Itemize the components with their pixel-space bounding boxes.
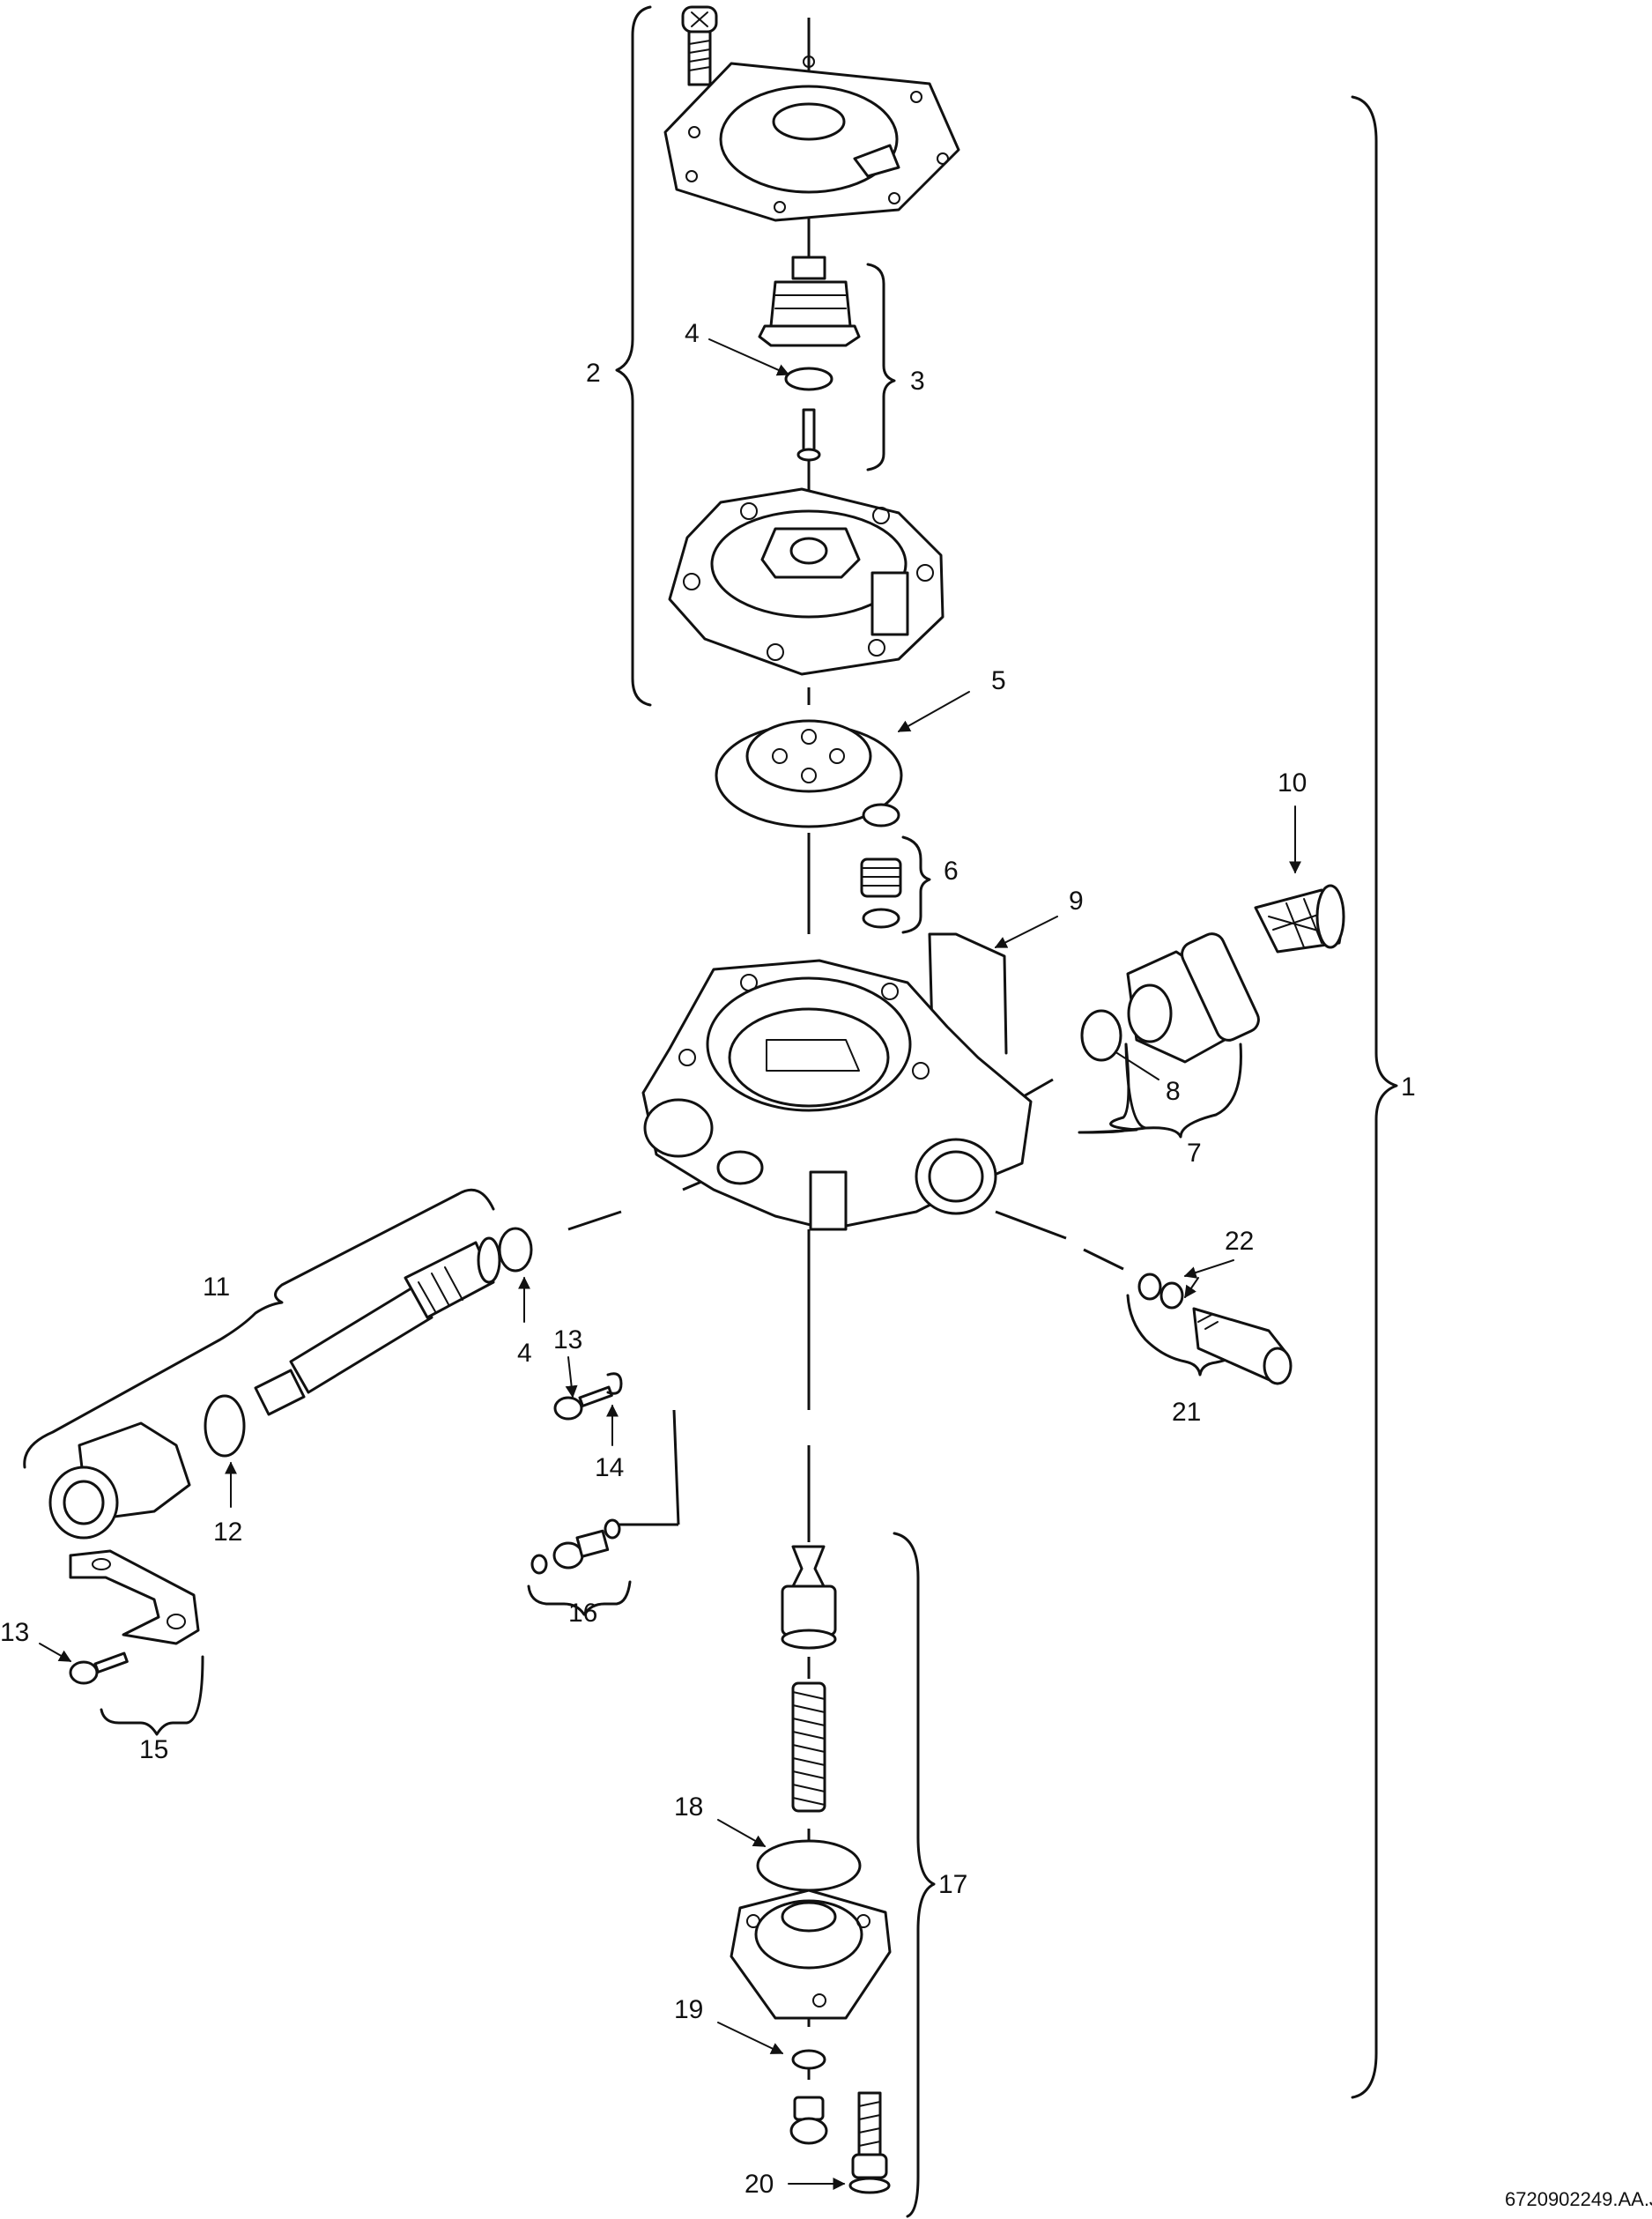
o-ring-18	[756, 1839, 862, 1892]
callout-12: 12	[213, 1518, 242, 1547]
bypass-screw-21	[1192, 1307, 1293, 1385]
callout-10: 10	[1278, 768, 1307, 798]
callout-19: 19	[674, 1995, 703, 2024]
callout-13-center: 13	[553, 1325, 582, 1354]
valve-insert	[758, 256, 861, 347]
callout-1: 1	[1401, 1072, 1416, 1102]
callout-4-top: 4	[685, 319, 700, 348]
union-nut-7	[1126, 932, 1260, 1064]
strainer-10	[1254, 884, 1345, 954]
callout-5: 5	[991, 666, 1006, 695]
bracket-assembly-15	[100, 1655, 204, 1736]
o-ring-4-left	[498, 1227, 533, 1273]
bracket-assembly-17	[893, 1532, 936, 2218]
callout-14: 14	[595, 1453, 624, 1482]
bracket-assembly-2	[615, 5, 652, 707]
callout-8: 8	[1166, 1077, 1181, 1106]
callout-3: 3	[910, 367, 925, 396]
o-ring-22b	[1159, 1281, 1184, 1310]
plug-16	[530, 1518, 621, 1575]
o-ring-12	[204, 1394, 246, 1458]
nipple-screw	[789, 2096, 828, 2145]
callout-9: 9	[1069, 887, 1084, 916]
screw-13-left	[69, 1651, 129, 1685]
o-ring-4-top	[784, 367, 833, 391]
shaft-11	[254, 1236, 501, 1416]
callout-13-left: 13	[0, 1618, 29, 1647]
bottom-cover	[730, 1889, 892, 2020]
callout-21: 21	[1172, 1398, 1201, 1427]
upper-housing	[668, 487, 945, 676]
screw-20	[848, 2091, 891, 2194]
cover-screw	[681, 5, 718, 86]
bracket-assembly-1	[1351, 95, 1398, 2099]
callout-18: 18	[674, 1792, 703, 1822]
valve-pin	[796, 408, 821, 462]
bracket-assembly-11	[23, 1188, 495, 1469]
washer-14	[606, 1372, 623, 1395]
top-cover-plate	[663, 56, 960, 222]
bracket-assembly-21	[1126, 1294, 1257, 1377]
callout-7: 7	[1187, 1139, 1202, 1168]
callout-2: 2	[586, 359, 601, 388]
drawing-code: 6720902249.AA.JF	[1505, 2188, 1652, 2210]
callout-4-left: 4	[517, 1339, 532, 1368]
callout-17: 17	[938, 1870, 967, 1899]
leader-lines	[39, 338, 1301, 2190]
callout-11: 11	[203, 1273, 230, 1302]
check-valve-head	[781, 1545, 837, 1650]
o-ring-8	[1080, 1009, 1122, 1062]
screw-13-center	[553, 1385, 613, 1421]
callout-16: 16	[568, 1599, 597, 1628]
valve-body	[641, 959, 1033, 1231]
bracket-assembly-16	[527, 1580, 632, 1616]
callout-15: 15	[139, 1735, 168, 1764]
callout-6: 6	[944, 857, 959, 886]
bracket-assembly-6	[901, 835, 931, 934]
small-spring-6	[860, 857, 902, 929]
spring-17	[791, 1681, 826, 1813]
diaphragm	[715, 719, 903, 828]
bracket-assembly-3	[866, 263, 896, 471]
bracket-assembly-7b	[1124, 1043, 1242, 1139]
bracket-15	[69, 1549, 200, 1645]
callout-20: 20	[745, 2170, 774, 2199]
callout-22: 22	[1225, 1227, 1254, 1256]
o-ring-22a	[1137, 1273, 1162, 1301]
union-nut-left	[48, 1421, 191, 1540]
o-ring-19	[791, 2049, 826, 2070]
